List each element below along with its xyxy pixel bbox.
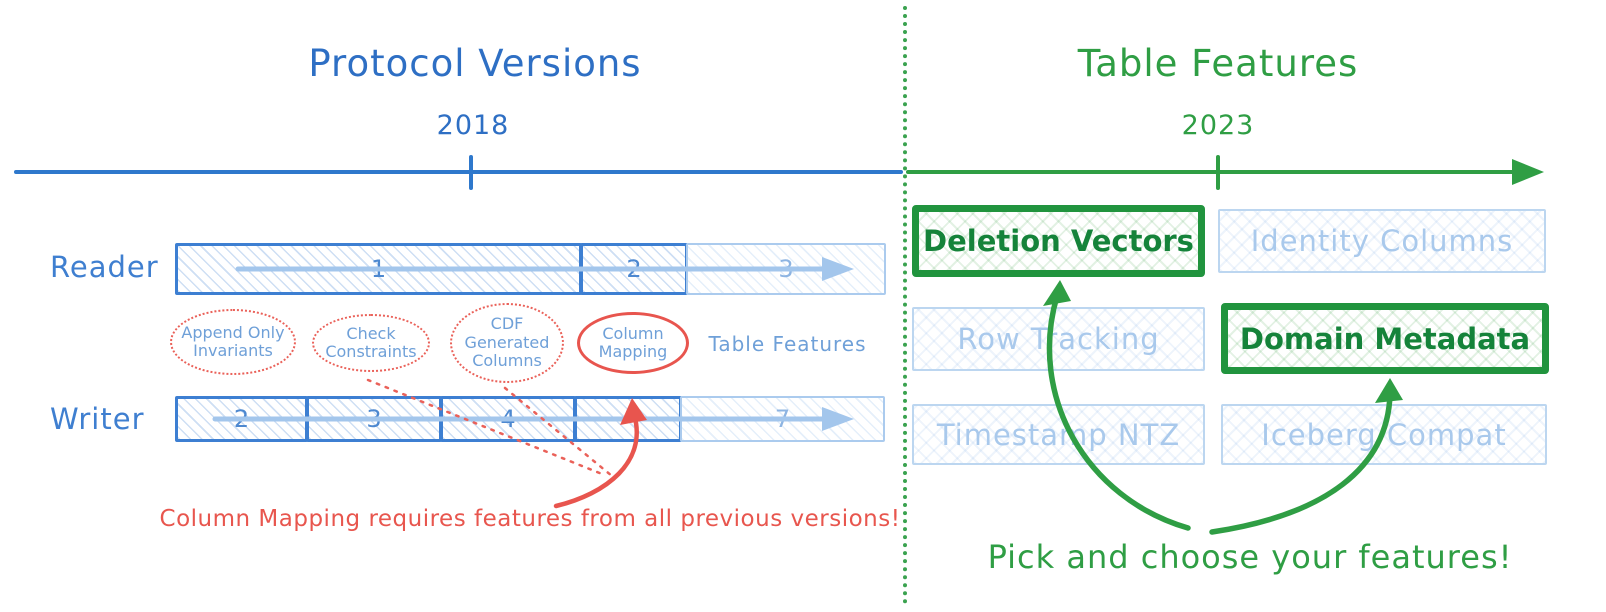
reader-segment-2: 2 [580,243,688,295]
ellipse-line: Mapping [598,342,668,361]
ellipse-line: Check [346,323,396,343]
feature-box-timestamp-ntz: Timestamp NTZ [912,404,1205,465]
reader-segment-2-label: 2 [626,255,642,283]
features-year-label: 2023 [1181,110,1255,141]
feature-box-label: Identity Columns [1250,224,1514,258]
section-divider [903,6,907,604]
writer-segment-1: 2 [175,396,308,442]
feature-box-label: Iceberg Compat [1261,417,1507,452]
ellipse-line: Columns [472,351,542,371]
writer-segment-4 [574,396,682,442]
feature-box-iceberg-compat: Iceberg Compat [1221,404,1547,465]
feature-box-label: Timestamp NTZ [936,417,1181,452]
feature-box-domain-metadata: Domain Metadata [1221,303,1549,374]
ellipse-line: CDF [490,314,524,334]
protocol-versions-title: Protocol Versions [308,42,642,85]
feature-box-identity-columns: Identity Columns [1218,209,1546,273]
table-features-title: Table Features [1077,42,1359,85]
reader-segment-3-label: 3 [778,255,794,283]
features-timeline-arrowhead-icon [1512,159,1544,185]
feature-ellipse-check-constraints: Check Constraints [312,314,430,372]
ellipse-line: Column [602,323,664,343]
reader-segment-1-label: 1 [370,255,387,283]
writer-label: Writer [50,402,145,436]
feature-box-deletion-vectors: Deletion Vectors [912,205,1205,277]
column-mapping-annotation: Column Mapping requires features from al… [159,506,901,532]
reader-segment-1: 1 [175,243,582,295]
ellipse-line: Append Only [181,322,285,342]
writer-segment-5: 7 [680,396,885,442]
reader-label: Reader [50,250,159,284]
pick-arrow-domain-metadata-arrowhead-icon [1375,378,1403,403]
ellipse-line: Invariants [193,341,273,360]
reader-segment-3: 3 [686,243,886,295]
writer-segment-3: 4 [440,396,576,442]
feature-box-label: Row Tracking [957,322,1160,356]
pick-arrow-deletion-vectors-arrowhead-icon [1043,280,1071,306]
writer-segment-1-label: 2 [233,405,250,433]
writer-segment-5-label: 7 [774,405,791,433]
ellipse-line: Generated [464,332,550,352]
feature-ellipse-append-only-invariants: Append Only Invariants [170,309,296,375]
feature-ellipse-column-mapping: Column Mapping [577,312,689,374]
feature-box-label: Deletion Vectors [923,224,1194,258]
feature-box-label: Domain Metadata [1239,321,1531,356]
feature-box-row-tracking: Row Tracking [912,307,1205,371]
writer-segment-2-label: 3 [366,405,382,433]
protocol-year-label: 2018 [436,110,510,141]
table-features-inline-label: Table Features [708,332,867,356]
ellipse-line: Constraints [325,342,417,361]
feature-ellipse-cdf-generated-columns: CDF Generated Columns [450,303,564,383]
pick-and-choose-annotation: Pick and choose your features! [987,538,1513,576]
writer-segment-2: 3 [306,396,442,442]
writer-segment-3-label: 4 [500,405,516,433]
